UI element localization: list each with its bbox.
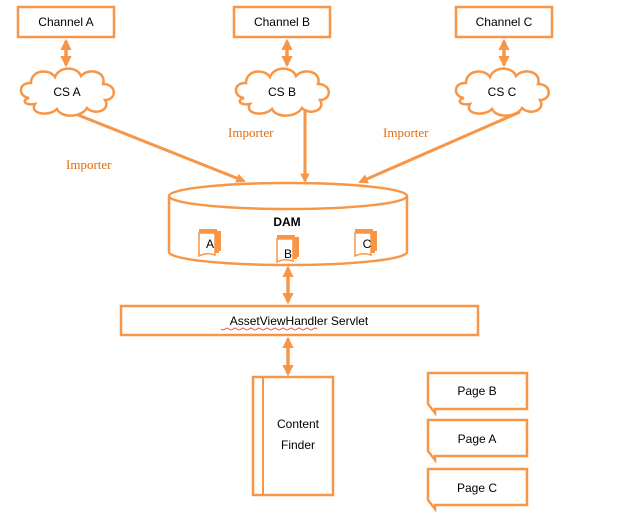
page-c-label: Page C (457, 481, 497, 495)
asset-c-label: C (363, 237, 372, 251)
dam-cylinder: DAM (167, 181, 409, 267)
channel-box-a: Channel A (16, 5, 116, 39)
importer-label-b: Importer (228, 125, 274, 140)
servlet-box: AssetViewHandler Servlet (119, 304, 480, 337)
asset-b-label: B (284, 247, 292, 261)
spellcheck-underline (220, 327, 318, 331)
importer-label-a: Importer (66, 157, 112, 172)
page-b-label: Page B (457, 384, 496, 398)
content-finder-box: Content Finder (251, 375, 335, 497)
page-a-label: Page A (458, 432, 497, 446)
importer-arrow-c (358, 110, 521, 184)
cs-a-label: CS A (53, 85, 80, 99)
page-b-box: Page B (426, 371, 529, 417)
channel-c-label: Channel C (476, 15, 533, 29)
page-c-box: Page C (426, 467, 529, 513)
channel-a-label: Channel A (38, 15, 93, 29)
asset-a-label: A (206, 237, 214, 251)
asset-doc-a: A (198, 228, 222, 257)
cs-b-cloud: CS B (234, 67, 331, 117)
dam-label: DAM (273, 215, 300, 229)
cs-a-cloud: CS A (19, 67, 116, 117)
content-finder-line1: Content (277, 417, 320, 431)
cs-c-label: CS C (488, 85, 517, 99)
importer-arrow-a (77, 113, 246, 183)
servlet-label: AssetViewHandler Servlet (230, 314, 369, 328)
channel-box-c: Channel C (454, 5, 554, 39)
channel-box-b: Channel B (232, 5, 332, 39)
content-finder-line2: Finder (281, 438, 315, 452)
channel-b-label: Channel B (254, 15, 310, 29)
asset-doc-c: C (354, 228, 378, 257)
cs-c-cloud: CS C (454, 67, 551, 117)
cs-b-label: CS B (268, 85, 296, 99)
importer-label-c: Importer (383, 125, 429, 140)
asset-doc-b: B (276, 234, 300, 263)
page-a-box: Page A (426, 418, 529, 464)
